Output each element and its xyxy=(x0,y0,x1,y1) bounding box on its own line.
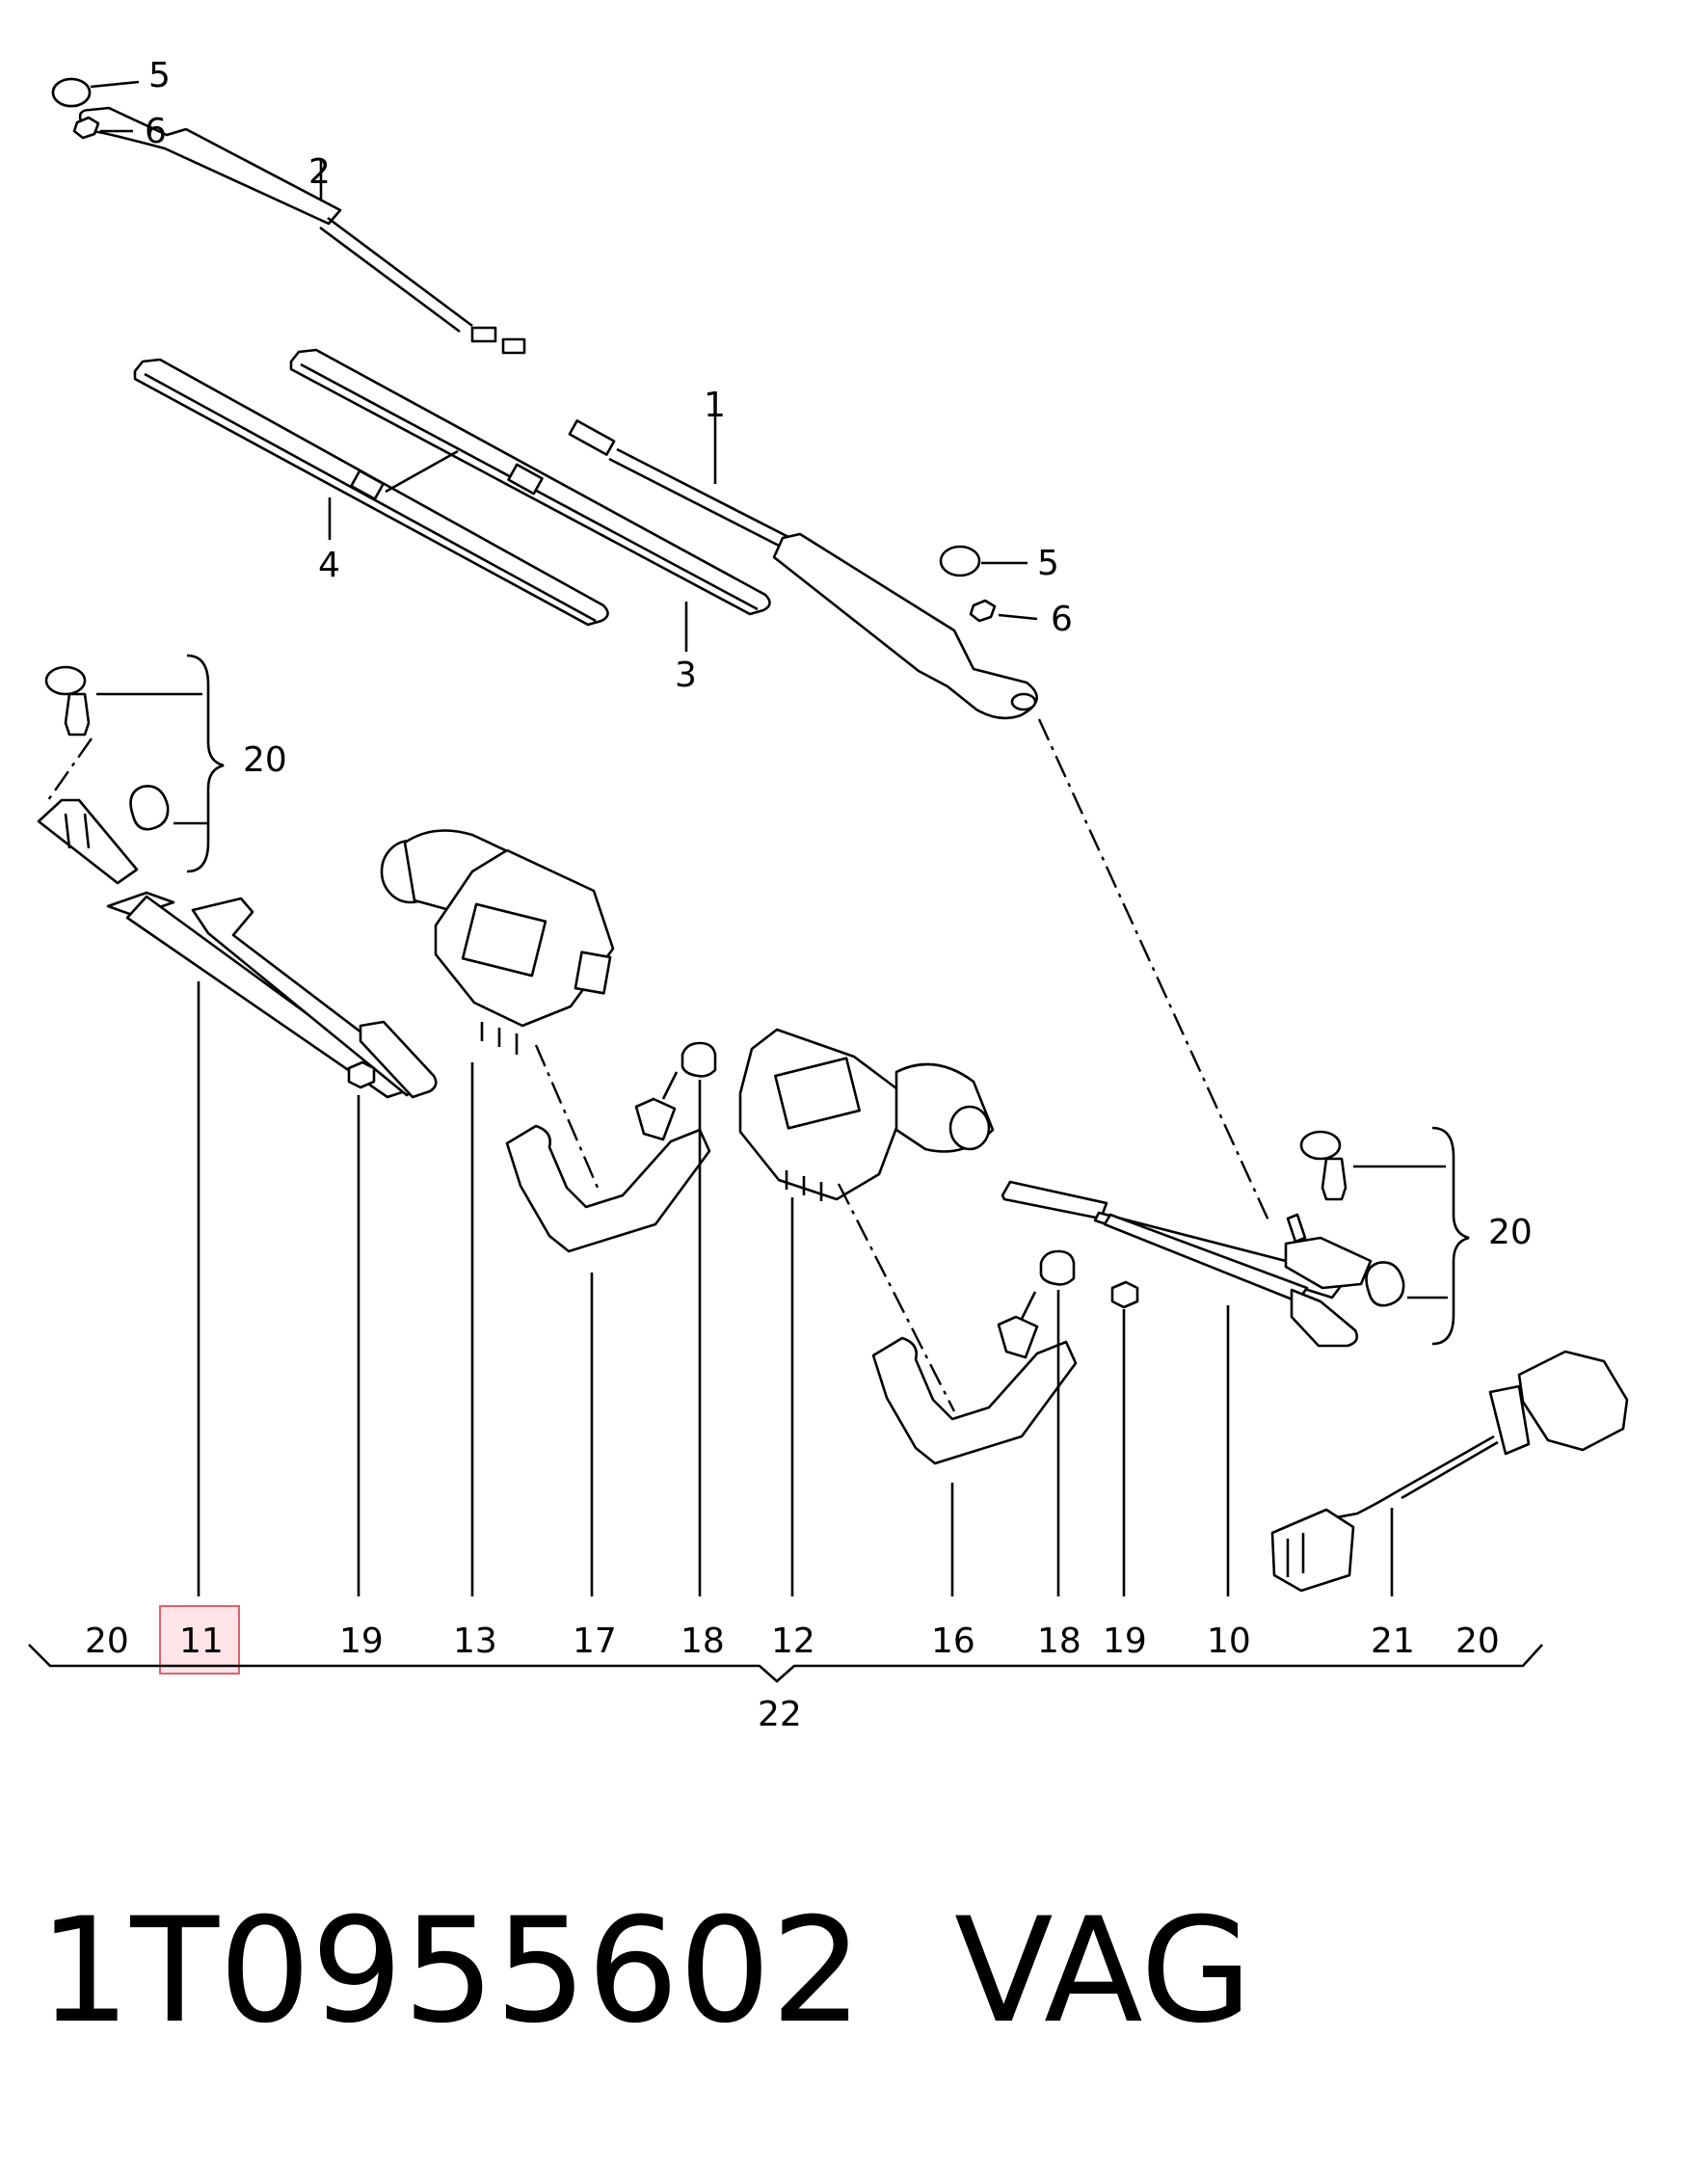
wiper-linkage-10 xyxy=(1001,1180,1373,1348)
wiper-arm-2 xyxy=(51,77,526,355)
bracket-17 xyxy=(505,1071,711,1253)
bracket-16 xyxy=(871,1291,1078,1465)
wiper-blade-4 xyxy=(133,358,609,627)
callout-3-label: 3 xyxy=(675,656,697,695)
callout-20-left-label: 20 xyxy=(243,740,287,780)
wiper-motor-13 xyxy=(380,829,615,1055)
bottom-label: 19 xyxy=(339,1622,384,1661)
callout-1-label: 1 xyxy=(704,386,726,425)
callout-5-6-left xyxy=(51,77,140,140)
bottom-label: 16 xyxy=(931,1622,975,1661)
part-number: 1T0955602 xyxy=(39,1888,863,2055)
group-22-label: 22 xyxy=(758,1695,802,1734)
leader-lines xyxy=(197,981,1394,1596)
pivot-cap-group-right xyxy=(1299,1126,1470,1346)
highlight-box-11 xyxy=(159,1605,240,1675)
bottom-label: 20 xyxy=(85,1622,129,1661)
callout-2-label: 2 xyxy=(308,152,331,192)
callout-4-label: 4 xyxy=(318,546,340,585)
bottom-label: 21 xyxy=(1371,1622,1415,1661)
wiper-linkage-11 xyxy=(37,798,438,1099)
group-bracket-22 xyxy=(28,1644,1543,1683)
bottom-label: 17 xyxy=(573,1622,617,1661)
nut-19-right xyxy=(1110,1280,1139,1309)
brand-name: VAG xyxy=(954,1888,1252,2055)
wiper-blade-3 xyxy=(289,348,771,616)
bottom-label: 19 xyxy=(1103,1622,1147,1661)
callout-5-label: 5 xyxy=(148,56,171,95)
grommet-18-left xyxy=(681,1041,717,1078)
callout-5-6-right xyxy=(939,545,1038,623)
callout-6-label: 6 xyxy=(145,112,167,151)
callout-5-label-right: 5 xyxy=(1037,544,1059,583)
pivot-cap-group-left xyxy=(44,654,225,873)
bottom-label: 18 xyxy=(681,1622,725,1661)
bottom-label: 20 xyxy=(1455,1622,1500,1661)
wiring-harness-21 xyxy=(1270,1350,1629,1593)
bottom-label: 12 xyxy=(771,1622,815,1661)
bottom-label: 13 xyxy=(453,1622,497,1661)
bottom-label-highlighted: 11 xyxy=(179,1622,224,1661)
callout-6-label-right: 6 xyxy=(1051,600,1073,639)
grommet-18-right xyxy=(1039,1249,1076,1286)
bottom-label: 10 xyxy=(1207,1622,1251,1661)
wiper-motor-12 xyxy=(738,1028,995,1201)
bottom-row-labels: 20 11 19 13 17 18 12 16 18 19 10 21 20 xyxy=(85,1622,1500,1661)
wiper-arm-1 xyxy=(568,419,1038,720)
nut-19-left xyxy=(347,1060,376,1089)
callout-20-right-label: 20 xyxy=(1488,1213,1533,1252)
bottom-label: 18 xyxy=(1037,1622,1081,1661)
